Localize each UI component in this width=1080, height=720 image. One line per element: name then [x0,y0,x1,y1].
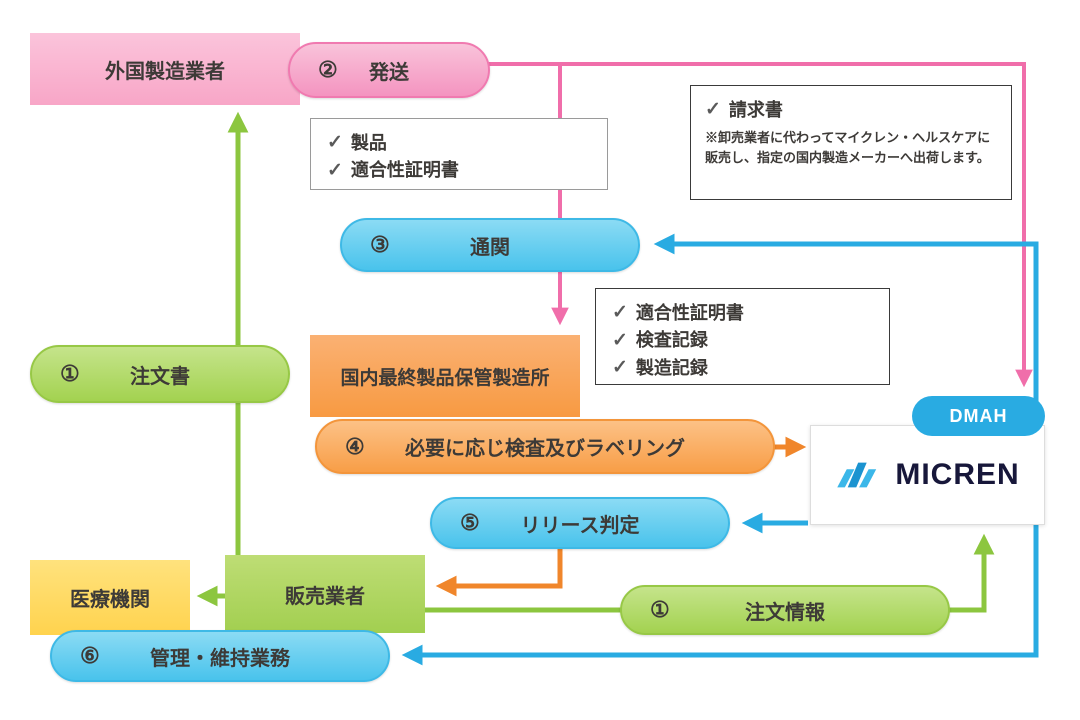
checklist-text: 適合性証明書 [635,302,744,323]
node-label: 必要に応じ検査及びラベリング [405,438,685,460]
checklist-item: ✓ 適合性証明書 [612,299,873,327]
note-customs-documents: ✓ 適合性証明書 ✓ 検査記録 ✓ 製造記録 [595,288,890,385]
checklist-text: 製品 [350,132,387,153]
node-step-release-decision: ⑤ リリース判定 [430,497,730,549]
node-distributor: 販売業者 [225,555,425,633]
node-label: リリース判定 [520,514,640,537]
node-label: 国内最終製品保管製造所 [340,367,550,389]
node-step-customs: ③ 通関 [340,218,640,272]
arrow-release-to-distributor [435,548,563,597]
step-number: ⑥ [80,643,100,668]
checklist-item: ✓ 適合性証明書 [327,157,591,185]
note-invoice: ✓ 請求書 ※卸売業者に代わってマイクレン・ヘルスケアに販売し、指定の国内製造メ… [690,85,1012,200]
node-step-order-info: ① 注文情報 [620,585,950,635]
checklist-text: 製造記録 [635,357,708,378]
step-number: ③ [370,232,390,257]
node-label: 管理・維持業務 [150,647,290,670]
dmah-badge: DMAH [912,396,1045,436]
micren-logo-card: MICREN [810,425,1045,525]
checklist-item: ✓ 製品 [327,129,591,157]
check-icon: ✓ [612,302,628,323]
invoice-note-text: ※卸売業者に代わってマイクレン・ヘルスケアに販売し、指定の国内製造メーカーへ出荷… [705,130,991,166]
node-label: 注文書 [130,365,190,388]
check-icon: ✓ [327,132,343,153]
arrow-dmah-to-customs [653,233,1039,420]
check-icon: ✓ [705,98,721,120]
node-label: 外国製造業者 [105,60,225,83]
node-step-shipping: ② 発送 [288,42,490,98]
checklist-text: 検査記録 [635,330,708,351]
invoice-title-row: ✓ 請求書 [705,96,997,122]
node-domestic-storage-site: 国内最終製品保管製造所 [310,335,580,417]
note-shipping-documents: ✓ 製品 ✓ 適合性証明書 [310,118,608,190]
step-number: ① [650,597,670,622]
dmah-label: DMAH [949,405,1008,426]
node-label: 医療機関 [70,589,150,611]
checklist-text: 適合性証明書 [350,160,459,181]
step-number: ② [318,57,338,82]
check-icon: ✓ [327,159,343,181]
arrow-shipping-to-dmah [480,62,1033,388]
invoice-title: 請求書 [728,100,783,120]
node-label: 販売業者 [285,585,365,608]
checklist-item: ✓ 製造記録 [612,354,873,382]
step-number: ④ [345,433,365,459]
node-label: 発送 [369,61,409,84]
node-label: 通関 [470,236,510,259]
node-foreign-manufacturer: 外国製造業者 [30,33,300,105]
step-number: ⑤ [460,510,480,535]
node-step-maintenance: ⑥ 管理・維持業務 [50,630,390,682]
node-label: 注文情報 [745,601,825,624]
checklist-item: ✓ 検査記録 [612,327,873,355]
node-step-order-form: ① 注文書 [30,345,290,403]
arrow-orderinfo-to-micren [424,533,995,613]
micren-logo-icon [837,462,877,488]
check-icon: ✓ [612,329,628,351]
node-step-inspection-labeling: ④ 必要に応じ検査及びラベリング [315,419,775,474]
micren-wordmark: MICREN [895,458,1020,491]
node-medical-institution: 医療機関 [30,560,190,635]
check-icon: ✓ [612,357,628,379]
step-number: ① [60,361,80,386]
